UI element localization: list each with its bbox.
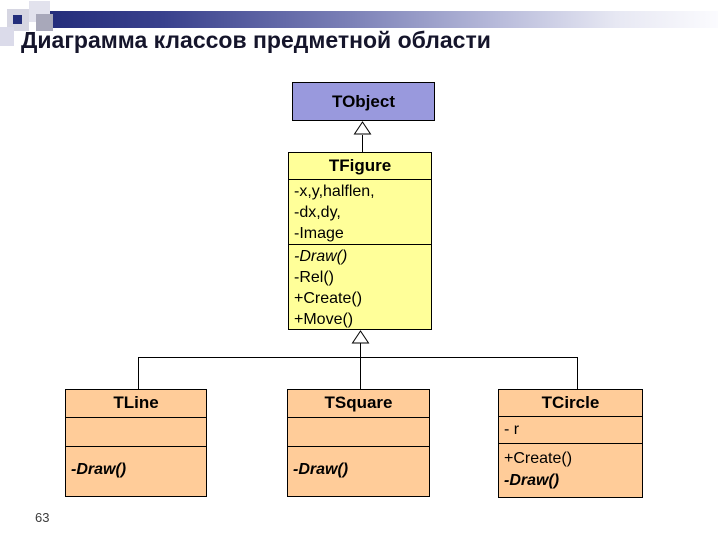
method: +Create() [294, 290, 363, 307]
method: -Rel() [294, 269, 334, 286]
method: -Draw() [293, 461, 349, 478]
class-name-tline: TLine [113, 393, 159, 412]
decoration-square [36, 14, 53, 31]
methods-section: -Draw() [66, 446, 206, 496]
generalization-arrow-icon [351, 330, 370, 344]
attributes-section [66, 417, 206, 446]
connector-line [362, 135, 363, 152]
decoration-square [0, 27, 14, 46]
class-box-tsquare: TSquare -Draw() [287, 389, 430, 497]
methods-section: -Draw() -Rel() +Create() +Move() [289, 244, 431, 329]
class-name-tsquare: TSquare [324, 393, 393, 412]
class-box-tfigure: TFigure -x,y,halflen, -dx,dy, -Image -Dr… [288, 152, 432, 330]
connector-line [360, 343, 361, 389]
class-box-tline: TLine -Draw() [65, 389, 207, 497]
connector-line [577, 357, 578, 389]
method: -Draw() [71, 461, 127, 478]
connector-line [138, 357, 139, 389]
method: +Create() [504, 450, 573, 467]
attribute: -Image [294, 225, 344, 242]
method: -Draw() [504, 472, 560, 489]
generalization-arrow-icon [353, 121, 372, 135]
attributes-section [288, 417, 429, 446]
class-name-tcircle: TCircle [541, 393, 600, 412]
title-bar-gradient [42, 11, 718, 28]
attribute: -dx,dy, [294, 204, 341, 221]
attributes-section: -x,y,halflen, -dx,dy, -Image [289, 179, 431, 244]
attributes-section: - r [499, 416, 642, 443]
class-name-tfigure: TFigure [328, 156, 392, 175]
connector-line [138, 357, 578, 358]
method: +Move() [294, 311, 354, 328]
slide-page-number: 63 [35, 510, 50, 525]
class-box-tcircle: TCircle - r +Create() -Draw() [498, 389, 643, 498]
class-box-tobject: TObject [292, 82, 435, 121]
methods-section: -Draw() [288, 446, 429, 496]
decoration-square [13, 15, 22, 24]
methods-section: +Create() -Draw() [499, 443, 642, 497]
method: -Draw() [294, 248, 348, 265]
attribute: -x,y,halflen, [294, 183, 375, 200]
slide-title: Диаграмма классов предметной области [21, 27, 491, 53]
attribute: - r [504, 421, 520, 438]
class-name-tobject: TObject [332, 92, 395, 111]
